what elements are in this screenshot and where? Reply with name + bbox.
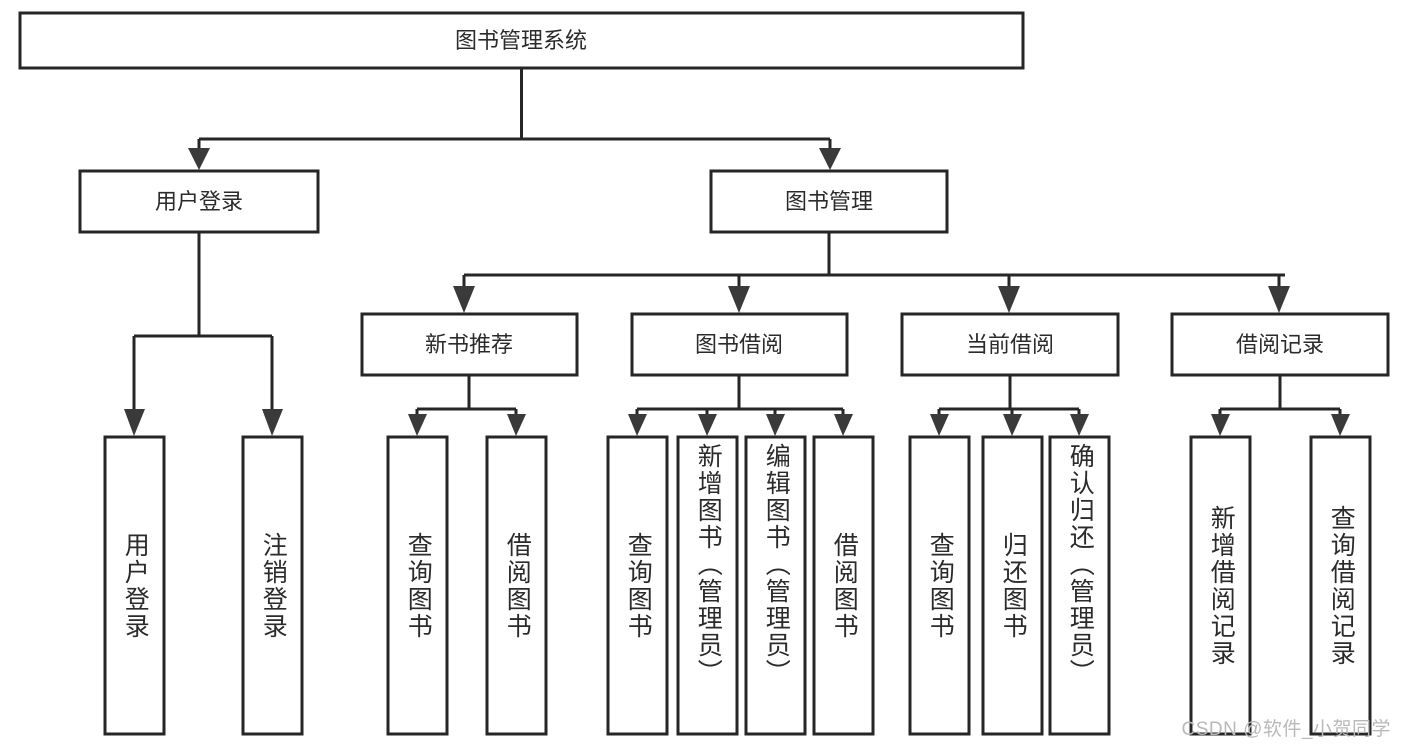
node-level2-new-book-rec[interactable]: 新书推荐 (360, 312, 579, 377)
connector-group-root-to-level1 (188, 68, 841, 170)
leaf-box-12[interactable] (1309, 435, 1372, 736)
level2-box-3[interactable] (1170, 312, 1390, 377)
connector-group-current-borrow (930, 375, 1089, 436)
arrow-to-leaf-query-book-1 (408, 414, 427, 436)
arrow-to-current-borrow (998, 286, 1020, 313)
level2-box-0[interactable] (360, 312, 579, 377)
node-level2-current-borrow[interactable]: 当前借阅 (900, 312, 1120, 377)
leaf-box-7[interactable] (812, 435, 875, 736)
arrow-to-new-book-rec (453, 286, 475, 313)
leaf-box-0[interactable] (103, 435, 166, 736)
level2-box-2[interactable] (900, 312, 1120, 377)
node-level2-book-borrow[interactable]: 图书借阅 (630, 312, 849, 377)
level2-label-3: 借阅记录 (1236, 332, 1324, 357)
arrow-to-leaf-user-login (124, 409, 145, 436)
arrow-to-leaf-borrow-book-2 (834, 414, 853, 436)
level1-label-0: 用户登录 (155, 189, 243, 214)
level2-box-1[interactable] (630, 312, 849, 377)
arrow-to-book-borrow (728, 286, 750, 313)
leaf-boxes (103, 435, 1372, 736)
level1-label-1: 图书管理 (785, 189, 873, 214)
connector-group-borrow-record (1211, 375, 1350, 436)
leaf-box-6[interactable] (744, 435, 807, 736)
arrow-to-leaf-add-record (1211, 414, 1230, 436)
connector-group-user-login (124, 232, 283, 436)
level1-box-0[interactable] (78, 169, 320, 234)
root-box[interactable] (18, 11, 1025, 70)
arrow-to-book-manage (819, 148, 841, 170)
leaf-box-9[interactable] (981, 435, 1044, 736)
watermark: CSDN @软件_小贺同学 (1181, 719, 1391, 740)
arrow-to-leaf-borrow-book-1 (507, 414, 526, 436)
arrow-to-leaf-return-book (1003, 414, 1022, 436)
node-root[interactable]: 图书管理系统 (18, 11, 1025, 70)
arrow-to-leaf-logout (262, 409, 283, 436)
arrow-to-leaf-confirm-return (1070, 414, 1089, 436)
root-label: 图书管理系统 (455, 28, 587, 53)
arrow-to-leaf-edit-book (766, 414, 785, 436)
leaf-box-4[interactable] (606, 435, 669, 736)
node-level2-borrow-record[interactable]: 借阅记录 (1170, 312, 1390, 377)
connector-group-book-borrow (628, 375, 853, 436)
level2-label-0: 新书推荐 (425, 332, 513, 357)
level2-label-1: 图书借阅 (695, 332, 783, 357)
leaf-box-8[interactable] (908, 435, 971, 736)
arrow-to-leaf-query-record (1331, 414, 1350, 436)
connector-group-book-manage (453, 232, 1290, 313)
arrow-to-borrow-record (1268, 286, 1290, 313)
node-level1-book-manage[interactable]: 图书管理 (709, 169, 949, 234)
connector-group-new-book-rec (408, 375, 526, 436)
leaf-box-5[interactable] (676, 435, 739, 736)
node-level1-user-login[interactable]: 用户登录 (78, 169, 320, 234)
level1-box-1[interactable] (709, 169, 949, 234)
level2-label-2: 当前借阅 (966, 332, 1054, 357)
arrow-to-leaf-add-book (698, 414, 717, 436)
arrow-to-leaf-query-book-2 (628, 414, 647, 436)
leaf-box-11[interactable] (1189, 435, 1252, 736)
arrow-to-leaf-query-book-3 (930, 414, 949, 436)
arrow-to-user-login (188, 148, 210, 170)
leaf-box-2[interactable] (386, 435, 449, 736)
leaf-box-3[interactable] (485, 435, 548, 736)
leaf-box-1[interactable] (241, 435, 304, 736)
leaf-box-10[interactable] (1048, 435, 1111, 736)
